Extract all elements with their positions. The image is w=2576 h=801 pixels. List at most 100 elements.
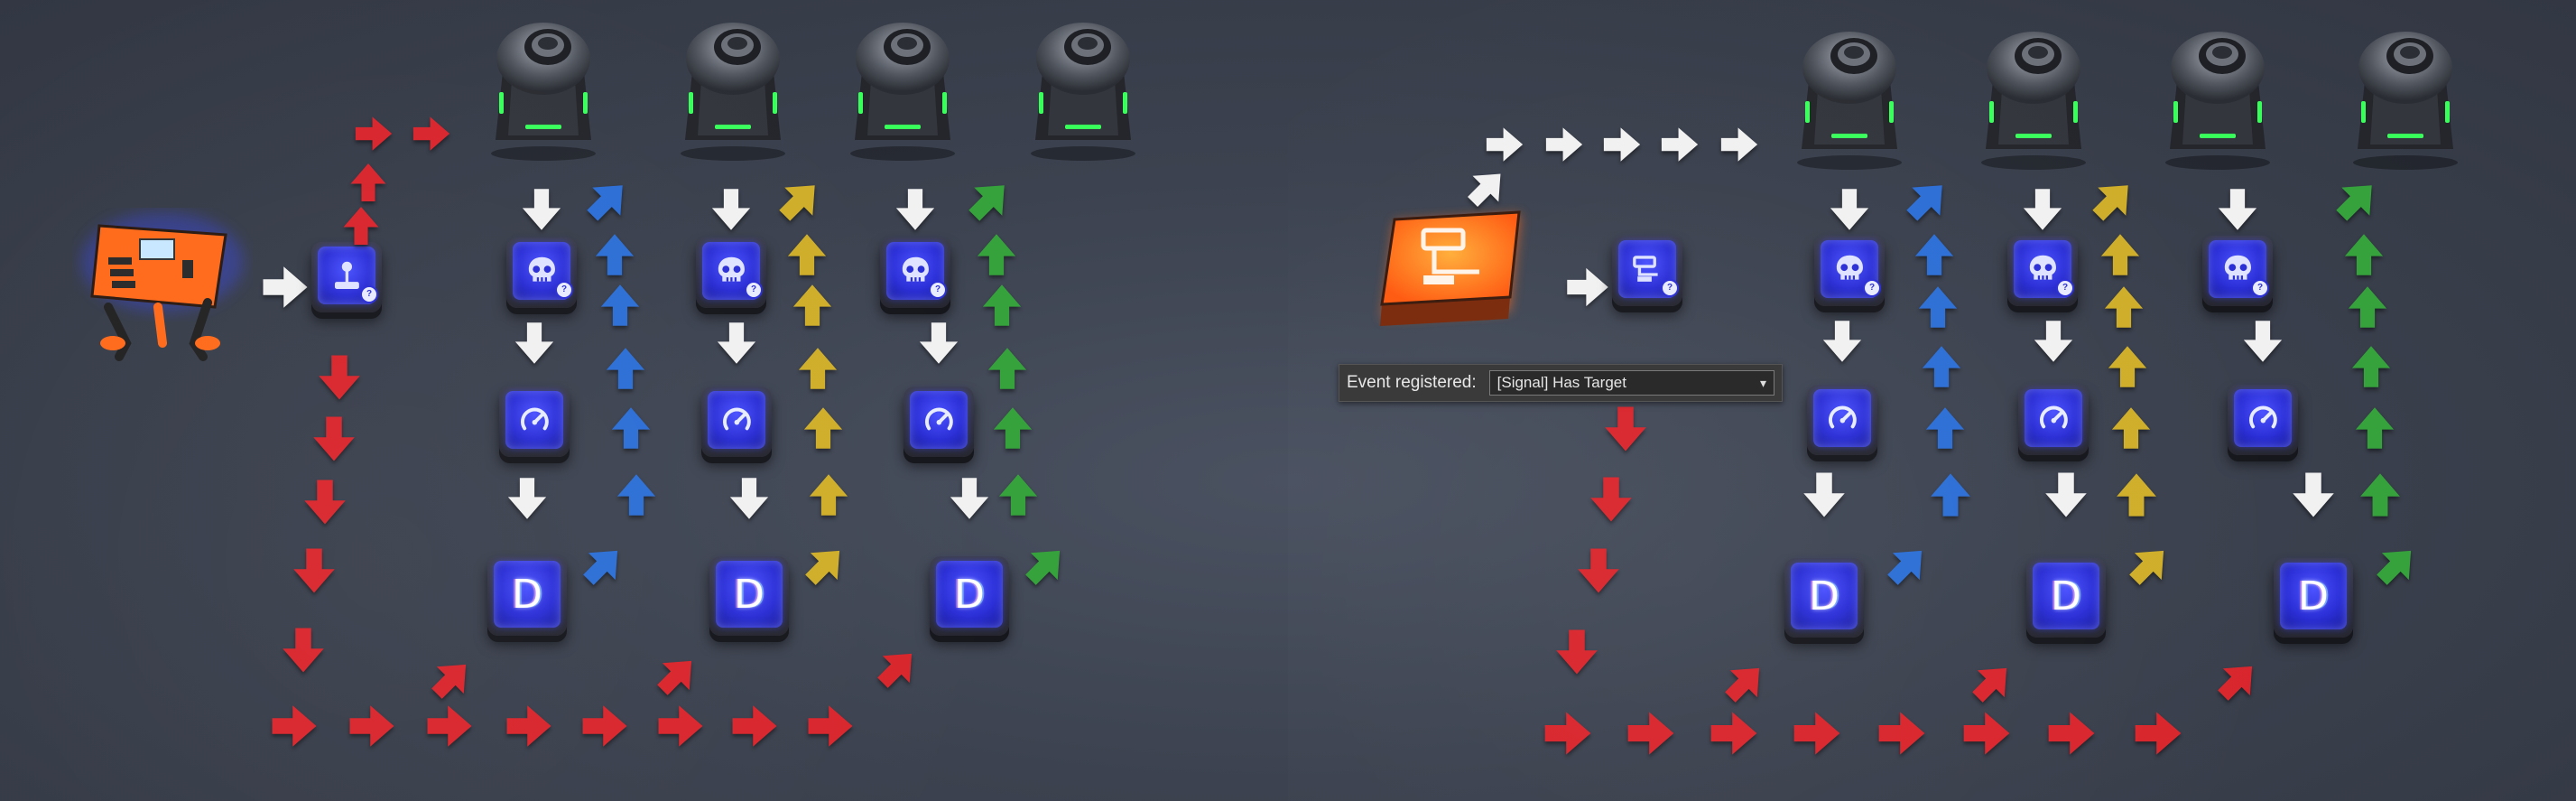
arrow-icon [289, 545, 339, 596]
arrow-icon [1911, 231, 1958, 278]
badge-icon: ? [2056, 279, 2074, 297]
arrow-icon [2132, 707, 2184, 759]
arrow-icon [2104, 343, 2151, 390]
delay-letter: D [512, 572, 542, 618]
turret-icon[interactable] [1966, 18, 2101, 172]
joystick-node[interactable]: ? [311, 242, 382, 312]
gauge-node[interactable] [2018, 385, 2089, 455]
arrow-icon [309, 414, 359, 464]
arrow-icon [597, 282, 644, 329]
arrow-icon [314, 352, 365, 403]
skull-sensor-node[interactable]: ? [880, 238, 950, 308]
delay-node[interactable]: D [930, 556, 1009, 636]
arrow-icon [428, 656, 475, 703]
arrow-icon [984, 345, 1031, 392]
arrow-icon [726, 475, 773, 522]
badge-icon: ? [360, 285, 378, 303]
skull-sensor-node[interactable]: ? [696, 238, 766, 308]
turret-icon[interactable] [665, 9, 801, 163]
arrow-icon [1601, 124, 1643, 165]
control-machine-icon[interactable] [72, 208, 253, 370]
gauge-icon [505, 391, 563, 449]
delay-letter: D [2051, 573, 2081, 619]
arrow-icon [339, 204, 383, 247]
delay-node[interactable]: D [709, 556, 789, 636]
turret-icon[interactable] [835, 9, 970, 163]
gauge-node[interactable] [1807, 385, 1877, 455]
gauge-node[interactable] [701, 387, 772, 457]
arrow-icon [579, 542, 626, 589]
turret-icon[interactable] [2150, 18, 2285, 172]
gauge-icon [2234, 389, 2292, 447]
delay-node[interactable]: D [487, 556, 567, 636]
arrow-icon [965, 176, 1014, 225]
skull-sensor-node[interactable]: ? [506, 238, 577, 308]
turret-icon[interactable] [1015, 9, 1151, 163]
delay-node-icon: D [1791, 563, 1858, 629]
delay-letter: D [954, 572, 985, 618]
arrow-icon [2041, 470, 2091, 520]
arrow-icon [1826, 186, 1873, 233]
arrow-icon [805, 471, 852, 518]
arrow-icon [915, 320, 962, 367]
arrow-icon [1573, 545, 1624, 596]
arrow-icon [1708, 707, 1760, 759]
arrow-icon [802, 542, 848, 589]
arrow-icon [583, 176, 632, 225]
arrow-icon [2108, 405, 2154, 452]
arrow-icon [892, 186, 939, 233]
arrow-icon [2239, 318, 2286, 365]
arrow-icon [2373, 542, 2420, 589]
arrow-icon [1914, 284, 1961, 331]
badge-icon: ? [745, 281, 763, 299]
arrow-icon [1484, 124, 1525, 165]
arrow-icon [1659, 124, 1700, 165]
arrow-icon [2126, 542, 2173, 589]
turret-icon[interactable] [1782, 18, 1917, 172]
event-registered-label: Event registered: [1347, 373, 1477, 393]
delay-node[interactable]: D [1784, 558, 1864, 638]
delay-letter: D [1809, 573, 1839, 619]
arrow-icon [2019, 186, 2066, 233]
arrow-icon [1819, 318, 1866, 365]
arrow-icon [789, 282, 836, 329]
arrow-icon [2100, 284, 2147, 331]
delay-node[interactable]: D [2274, 558, 2353, 638]
arrow-icon [2332, 176, 2381, 225]
arrow-icon [518, 186, 565, 233]
turret-icon[interactable] [476, 9, 611, 163]
arrow-icon [613, 471, 660, 518]
arrow-icon [591, 231, 638, 278]
skull-sensor-node[interactable]: ? [2202, 236, 2273, 306]
arrow-icon [260, 262, 310, 312]
arrow-icon [708, 186, 755, 233]
gauge-icon [2025, 389, 2082, 447]
gauge-node[interactable] [499, 387, 570, 457]
arrow-icon [2344, 284, 2391, 331]
arrow-icon [729, 701, 780, 751]
arrow-icon [2214, 657, 2261, 704]
event-dropdown[interactable]: [Signal] Has Target ▾ [1489, 370, 1774, 396]
turret-icon[interactable] [2338, 18, 2473, 172]
gauge-node[interactable] [2228, 385, 2298, 455]
skull-sensor-node[interactable]: ? [1814, 236, 1885, 306]
delay-node[interactable]: D [2026, 558, 2106, 638]
arrow-icon [1918, 343, 1965, 390]
arrow-icon [1022, 542, 1069, 589]
event-dropdown-value: [Signal] Has Target [1497, 374, 1626, 392]
arrow-icon [713, 320, 760, 367]
skull-sensor-node[interactable]: ? [2007, 236, 2078, 306]
arrow-icon [1586, 474, 1636, 525]
gauge-icon [708, 391, 765, 449]
orange-event-block-icon[interactable] [1369, 203, 1532, 339]
arrow-icon [1791, 707, 1843, 759]
arrow-icon [607, 405, 654, 452]
arrow-icon [504, 475, 551, 522]
arrow-icon [2214, 186, 2261, 233]
signal-node[interactable]: ? [1612, 236, 1682, 306]
arrow-icon [411, 113, 452, 154]
arrow-icon [511, 320, 558, 367]
gauge-node[interactable] [903, 387, 974, 457]
arrow-icon [1600, 404, 1651, 454]
arrow-icon [2356, 470, 2405, 519]
